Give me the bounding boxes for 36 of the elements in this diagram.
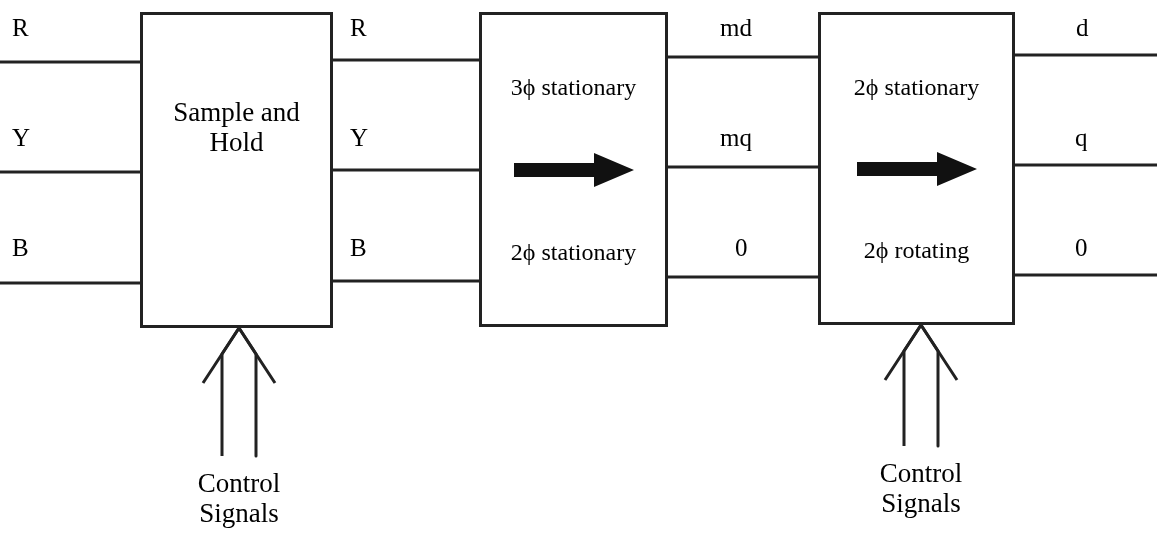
box-text: 3ϕ stationary xyxy=(510,73,637,101)
edge-label: q xyxy=(1075,124,1088,152)
signal-line xyxy=(0,60,140,64)
signal-line xyxy=(668,55,818,59)
edge-label: Y xyxy=(12,124,31,152)
signal-line xyxy=(1015,163,1157,167)
signal-line xyxy=(668,165,818,169)
process-box xyxy=(818,12,1015,325)
edge-label: 0 xyxy=(735,234,748,262)
process-box xyxy=(479,12,668,327)
process-box xyxy=(140,12,333,328)
signal-line xyxy=(1015,53,1157,57)
edge-label: md xyxy=(720,14,752,42)
box-text: 2ϕ stationary xyxy=(510,238,637,266)
signal-line xyxy=(333,168,479,172)
double-arrow xyxy=(883,323,959,448)
edge-label: B xyxy=(12,234,29,262)
signal-line xyxy=(333,58,479,62)
box-text: Sample and Hold xyxy=(172,97,301,157)
control-signals-label: Control Signals xyxy=(878,458,964,518)
edge-label: R xyxy=(350,14,367,42)
signal-line xyxy=(333,279,479,283)
edge-label: R xyxy=(12,14,29,42)
box-text: 2ϕ stationary xyxy=(853,73,980,101)
signal-line xyxy=(0,281,140,285)
box-text: 2ϕ rotating xyxy=(863,236,970,264)
signal-line xyxy=(668,275,818,279)
edge-label: Y xyxy=(350,124,369,152)
edge-label: mq xyxy=(720,124,752,152)
double-arrow xyxy=(201,326,277,458)
control-signals-label: Control Signals xyxy=(196,468,282,528)
signal-line xyxy=(0,170,140,174)
edge-label: d xyxy=(1076,14,1089,42)
edge-label: 0 xyxy=(1075,234,1088,262)
edge-label: B xyxy=(350,234,367,262)
signal-line xyxy=(1015,273,1157,277)
